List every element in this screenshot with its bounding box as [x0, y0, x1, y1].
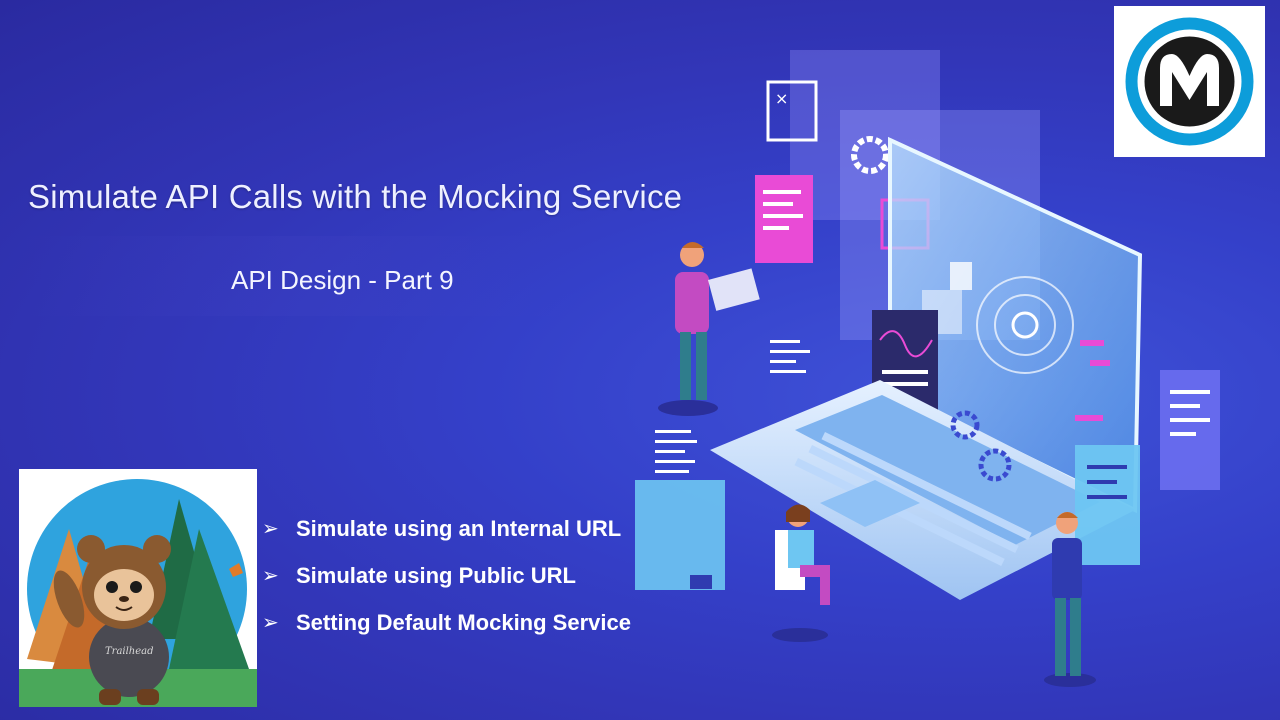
bullet-text: Setting Default Mocking Service [296, 609, 631, 635]
slide-title: Simulate API Calls with the Mocking Serv… [28, 178, 683, 215]
svg-text:Trailhead: Trailhead [105, 646, 154, 657]
bullet-text: Simulate using an Internal URL [296, 515, 622, 541]
arrow-bullet-icon: ➢ [262, 612, 279, 634]
logo-box [1114, 6, 1265, 157]
avatar: Trailhead [19, 469, 257, 707]
list-item: ➢ Setting Default Mocking Service [262, 599, 631, 646]
laptop-api-illustration-icon: × [635, 50, 1220, 687]
svg-text:×: × [775, 89, 788, 108]
slide-subtitle: API Design - Part 9 [231, 265, 454, 295]
list-item: ➢ Simulate using Public URL [262, 552, 631, 599]
list-item: ➢ Simulate using an Internal URL [262, 505, 631, 552]
mulesoft-logo-icon [1125, 17, 1254, 146]
bullet-text: Simulate using Public URL [296, 562, 576, 588]
bullet-list: ➢ Simulate using an Internal URL ➢ Simul… [262, 505, 631, 646]
subtitle-panel [24, 236, 576, 316]
arrow-bullet-icon: ➢ [262, 518, 279, 540]
trailhead-mascot-icon: Trailhead [19, 479, 257, 707]
arrow-bullet-icon: ➢ [262, 565, 279, 587]
